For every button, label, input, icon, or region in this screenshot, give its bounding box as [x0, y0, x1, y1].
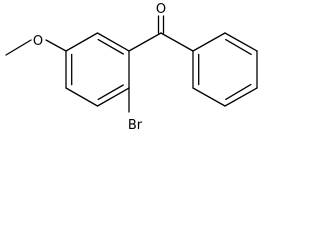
bromine-group: Br	[128, 87, 143, 133]
ring-a-bond-6	[65, 32, 99, 52]
ring-b-inner-double-bond-1	[225, 38, 252, 56]
ring-b-bond-4	[224, 87, 258, 107]
methoxy-group: O	[5, 34, 67, 56]
chemical-structure-diagram: O Br O	[5, 2, 258, 133]
ether-oxygen-label: O	[33, 34, 43, 49]
bromo-methoxy-benzene-ring	[65, 32, 130, 107]
carbonyl-group: O	[128, 2, 194, 52]
ring-a-bond-4	[65, 87, 99, 107]
ether-oxygen-to-methyl-bond	[5, 39, 32, 56]
carbonyl-oxygen-label: O	[156, 2, 166, 17]
ring-to-ether-oxygen-bond	[45, 39, 67, 52]
ring-a-bond-1	[96, 32, 130, 52]
bromine-label: Br	[128, 118, 143, 133]
ring-b-inner-double-bond-2	[225, 83, 252, 101]
carbonyl-to-ring-b-bond	[160, 32, 194, 52]
ring-b-bond-5	[192, 87, 226, 107]
ring-a-inner-double-bond-2	[97, 84, 124, 101]
ring-a-to-carbonyl-bond	[128, 32, 162, 52]
ring-a-inner-double-bond-1	[97, 38, 124, 55]
phenyl-ring	[192, 32, 258, 107]
ring-b-bond-2	[224, 32, 258, 52]
ring-a-bond-3	[96, 87, 130, 107]
ring-b-bond-1	[192, 32, 226, 52]
